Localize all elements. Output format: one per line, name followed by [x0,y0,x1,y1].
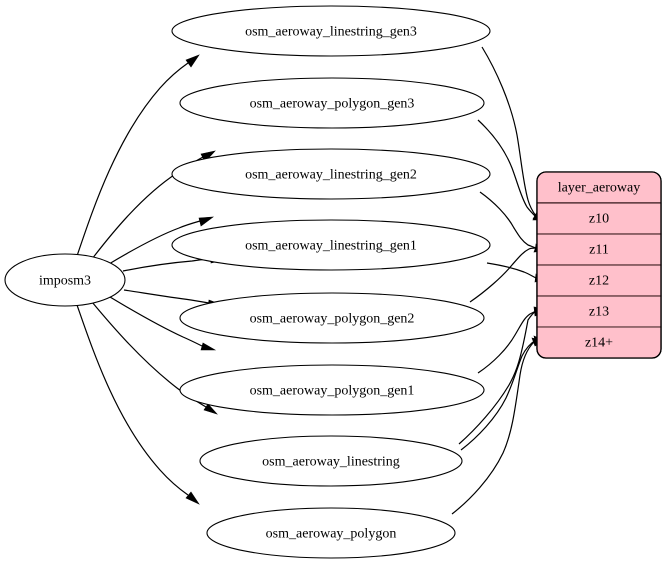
layer-aeroway-row-z13-label: z13 [589,305,609,320]
node-osm_aeroway_linestring_gen2-label: osm_aeroway_linestring_gen2 [245,168,417,183]
layer-aeroway-header-cell: layer_aeroway [537,172,661,204]
layer-aeroway-row-z12-label: z12 [589,274,609,289]
node-osm_aeroway_polygon_gen3[interactable]: osm_aeroway_polygon_gen3 [179,77,485,129]
node-osm_aeroway_linestring[interactable]: osm_aeroway_linestring [199,435,463,487]
node-osm_aeroway_polygon_gen2[interactable]: osm_aeroway_polygon_gen2 [179,292,485,344]
layer-aeroway-row-z11-label: z11 [589,243,609,258]
node-osm_aeroway_linestring_gen3[interactable]: osm_aeroway_linestring_gen3 [171,5,491,57]
node-osm_aeroway_linestring_gen2[interactable]: osm_aeroway_linestring_gen2 [171,148,491,200]
node-osm_aeroway_polygon[interactable]: osm_aeroway_polygon [206,507,456,559]
layer-aeroway-row-z14-label: z14+ [585,336,613,351]
edge-imposm3-to-osm_aeroway_linestring_gen3 [76,54,200,257]
node-osm_aeroway_linestring_gen1-label: osm_aeroway_linestring_gen1 [245,239,417,254]
node-osm_aeroway_linestring_gen3-label: osm_aeroway_linestring_gen3 [245,25,417,40]
layer-aeroway-row-z10-label: z10 [589,212,609,227]
node-osm_aeroway_polygon_gen3-label: osm_aeroway_polygon_gen3 [250,97,415,112]
node-osm_aeroway_polygon_gen1-label: osm_aeroway_polygon_gen1 [250,384,415,399]
layer-aeroway-row-z10[interactable]: z10 [536,202,662,235]
edge-imposm3-to-osm_aeroway_polygon [76,304,200,505]
node-osm_aeroway_linestring_gen1[interactable]: osm_aeroway_linestring_gen1 [171,219,491,271]
edge-group-tables-to-layer [451,46,548,515]
layer-aeroway-row-z13[interactable]: z13 [536,295,662,328]
layer-aeroway-outline [536,171,662,359]
node-layer_aeroway[interactable]: layer_aeroway z10 z11 z12 z13 [536,171,662,359]
layer-aeroway-row-z12[interactable]: z12 [536,264,662,297]
node-imposm3[interactable]: imposm3 [4,253,126,307]
layer-aeroway-row-z11[interactable]: z11 [536,233,662,266]
layer-aeroway-row-z14[interactable]: z14+ [536,326,662,359]
layer-aeroway-header-label: layer_aeroway [558,181,640,196]
node-osm_aeroway_linestring-label: osm_aeroway_linestring [262,455,400,470]
edge-imposm3-to-osm_aeroway_linestring_gen2 [108,216,214,265]
edge-osm_aeroway_polygon-to-z14 [451,337,546,515]
node-osm_aeroway_polygon_gen1[interactable]: osm_aeroway_polygon_gen1 [179,364,485,416]
node-osm_aeroway_polygon_gen2-label: osm_aeroway_polygon_gen2 [250,312,415,327]
edge-imposm3-to-osm_aeroway_polygon_gen1 [109,296,217,351]
node-imposm3-label: imposm3 [39,274,91,289]
node-osm_aeroway_polygon-label: osm_aeroway_polygon [266,527,397,542]
